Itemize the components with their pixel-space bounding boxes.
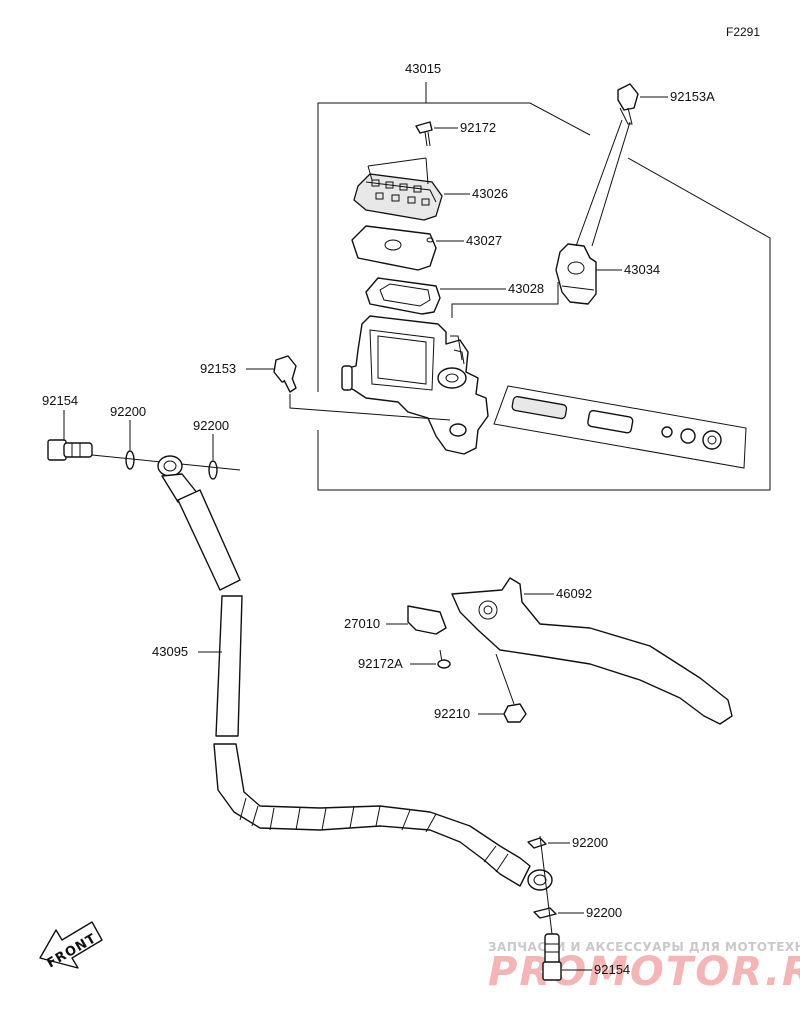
label-92154-top: 92154 <box>42 393 78 408</box>
label-92153A: 92153A <box>670 89 715 104</box>
label-92154-bottom: 92154 <box>594 962 630 977</box>
plate-43027 <box>351 225 464 271</box>
diaphragm-43028 <box>365 277 506 315</box>
screw-92172 <box>415 121 458 147</box>
label-92172A: 92172A <box>358 656 403 671</box>
watermark: PROMOTOR.RU ЗАПЧАСТИ И АКСЕССУАРЫ ДЛЯ МО… <box>488 940 800 995</box>
screw-92172A <box>410 649 451 669</box>
assembly-boundary <box>317 82 771 491</box>
watermark-brand: PROMOTOR.RU <box>488 949 800 995</box>
figure-id: F2291 <box>726 25 760 39</box>
label-43026: 43026 <box>472 186 508 201</box>
nut-92210 <box>478 653 527 723</box>
label-27010: 27010 <box>344 616 380 631</box>
label-43027: 43027 <box>466 233 502 248</box>
label-92200-b: 92200 <box>193 418 229 433</box>
brake-hose-43095 <box>157 455 553 891</box>
label-92200-c: 92200 <box>572 835 608 850</box>
bolt-92153A <box>575 83 668 247</box>
switch-27010 <box>386 605 447 635</box>
reservoir-cap-43026 <box>353 157 470 221</box>
banjo-bolt-92154-bottom <box>539 835 592 981</box>
watermark-tagline: ЗАПЧАСТИ И АКСЕССУАРЫ ДЛЯ МОТОТЕХНИКИ <box>488 940 800 954</box>
label-92172: 92172 <box>460 120 496 135</box>
washer-92200-d <box>533 907 584 919</box>
front-arrow-icon: FRONT <box>39 921 103 971</box>
bolt-92153 <box>246 355 451 421</box>
label-92210: 92210 <box>434 706 470 721</box>
label-43015: 43015 <box>405 61 441 76</box>
label-43095: 43095 <box>152 644 188 659</box>
washer-92200-c <box>527 837 570 849</box>
label-92200-a: 92200 <box>110 404 146 419</box>
label-43034: 43034 <box>624 262 660 277</box>
piston-kit-panel <box>493 385 747 469</box>
label-46092: 46092 <box>556 586 592 601</box>
clamp-43034 <box>555 243 622 305</box>
banjo-bolt-92154-top <box>47 410 93 461</box>
washer-92200-b <box>208 434 218 480</box>
leader-clamp <box>451 282 559 318</box>
label-92153: 92153 <box>200 361 236 376</box>
master-cylinder-body <box>341 315 489 455</box>
label-92200-d: 92200 <box>586 905 622 920</box>
label-43028: 43028 <box>508 281 544 296</box>
lever-46092 <box>451 577 733 725</box>
washer-92200-a <box>125 420 135 470</box>
